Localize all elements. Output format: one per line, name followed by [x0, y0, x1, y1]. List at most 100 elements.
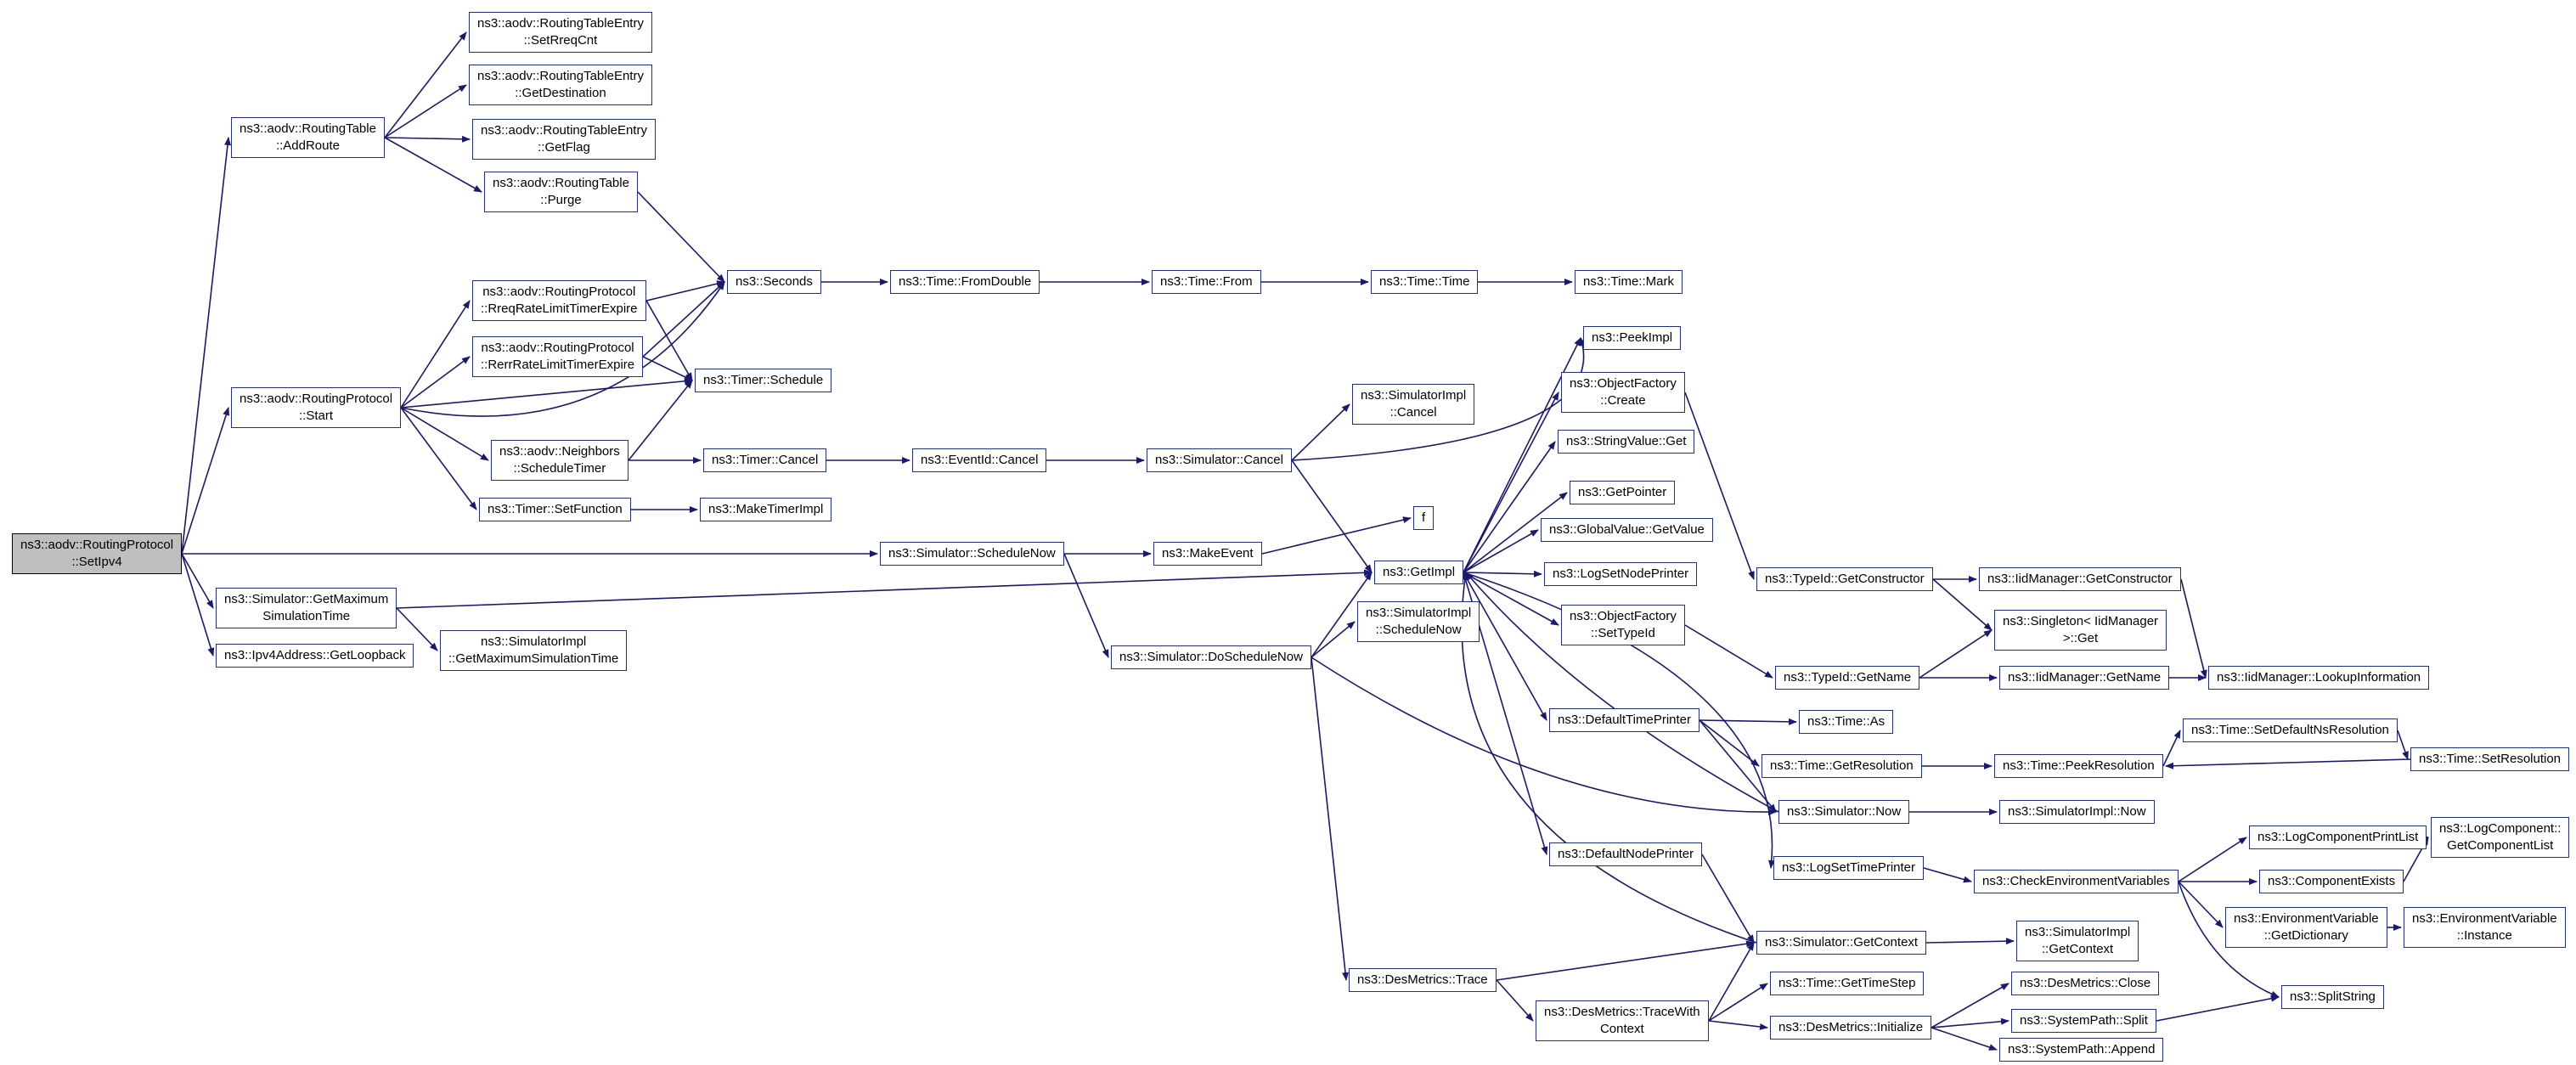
edge-typeidgetctor-singletonget [1932, 578, 1993, 631]
edge-desinit-syspathappend [1931, 1027, 1998, 1051]
node-objcreate[interactable]: ns3::ObjectFactory::Create [1561, 372, 1685, 413]
node-objsettypeid[interactable]: ns3::ObjectFactory::SetTypeId [1561, 605, 1685, 645]
node-label: ns3::aodv::RoutingProtocol [481, 341, 634, 355]
node-setrreqcnt[interactable]: ns3::aodv::RoutingTableEntry::SetRreqCnt [469, 12, 652, 53]
node-setipv4[interactable]: ns3::aodv::RoutingProtocol::SetIpv4 [12, 533, 183, 574]
node-seconds[interactable]: ns3::Seconds [727, 270, 821, 294]
node-globalgetvalue[interactable]: ns3::GlobalValue::GetValue [1541, 518, 1713, 542]
node-label: ns3::MakeTimerImpl [708, 502, 824, 516]
node-peekimpl[interactable]: ns3::PeekImpl [1583, 326, 1682, 350]
node-timegettimestep[interactable]: ns3::Time::GetTimeStep [1770, 972, 1925, 995]
node-getloopback[interactable]: ns3::Ipv4Address::GetLoopback [216, 644, 414, 668]
node-start[interactable]: ns3::aodv::RoutingProtocol::Start [231, 387, 402, 428]
node-getpointer[interactable]: ns3::GetPointer [1570, 481, 1676, 504]
node-checkenv[interactable]: ns3::CheckEnvironmentVariables [1974, 870, 2179, 893]
node-timetime[interactable]: ns3::Time::Time [1371, 270, 1479, 294]
node-label: ::SetIpv4 [71, 555, 122, 569]
node-purge[interactable]: ns3::aodv::RoutingTable::Purge [484, 172, 638, 212]
edge-simgetctx-getimpl [1461, 572, 1757, 944]
node-label: ns3::Time::As [1807, 714, 1885, 729]
node-timercancel[interactable]: ns3::Timer::Cancel [703, 448, 827, 472]
node-defaultnode[interactable]: ns3::DefaultNodePrinter [1549, 842, 1703, 866]
edge-getimpl-objsettypeid [1463, 572, 1559, 626]
edge-simcancel-peekimpl [1291, 337, 1587, 461]
node-timepeekres[interactable]: ns3::Time::PeekResolution [1994, 754, 2163, 778]
node-timersched[interactable]: ns3::Timer::Schedule [695, 369, 832, 392]
node-label: ns3::Timer::SetFunction [488, 502, 623, 516]
node-iidgetname[interactable]: ns3::IidManager::GetName [1999, 666, 2170, 690]
node-simimplgetctx[interactable]: ns3::SimulatorImpl::GetContext [2016, 921, 2139, 961]
node-eventidcancel[interactable]: ns3::EventId::Cancel [912, 448, 1047, 472]
node-doschednow[interactable]: ns3::Simulator::DoScheduleNow [1111, 645, 1311, 669]
node-label: ns3::aodv::RoutingProtocol [482, 285, 636, 299]
node-label: ::SetTypeId [1591, 626, 1655, 640]
node-label: ns3::Timer::Schedule [703, 373, 824, 387]
edge-setipv4-addroute [181, 137, 231, 555]
node-getflag[interactable]: ns3::aodv::RoutingTableEntry::GetFlag [472, 119, 656, 160]
node-setfunction[interactable]: ns3::Timer::SetFunction [479, 498, 631, 521]
edge-destrace-simgetctx [1496, 940, 1755, 981]
node-label: ::RreqRateLimitTimerExpire [481, 301, 638, 316]
node-rreqrate[interactable]: ns3::aodv::RoutingProtocol::RreqRateLimi… [472, 280, 646, 321]
edge-simnow-getimpl [1465, 572, 1779, 813]
node-fbox[interactable]: f [1413, 506, 1435, 530]
node-getimpl[interactable]: ns3::GetImpl [1374, 561, 1464, 584]
node-simgetctx[interactable]: ns3::Simulator::GetContext [1756, 931, 1927, 955]
node-fromdouble[interactable]: ns3::Time::FromDouble [890, 270, 1040, 294]
node-simcancel[interactable]: ns3::Simulator::Cancel [1147, 448, 1292, 472]
node-logprintlist[interactable]: ns3::LogComponentPrintList [2249, 826, 2427, 849]
node-label: ns3::Simulator::DoScheduleNow [1119, 650, 1303, 664]
edge-rreqrate-seconds [645, 280, 725, 301]
node-desclose[interactable]: ns3::DesMetrics::Close [2011, 972, 2160, 995]
node-maketimerimpl[interactable]: ns3::MakeTimerImpl [700, 498, 832, 521]
node-logsettime[interactable]: ns3::LogSetTimePrinter [1773, 856, 1925, 880]
node-label: ::ScheduleTimer [513, 461, 606, 476]
edge-simcancel-simimplcancel [1291, 403, 1350, 461]
node-schedtimer[interactable]: ns3::aodv::Neighbors::ScheduleTimer [491, 440, 628, 481]
node-timegetres[interactable]: ns3::Time::GetResolution [1761, 754, 1922, 778]
node-label: ns3::Simulator::Cancel [1155, 453, 1283, 467]
node-compexists[interactable]: ns3::ComponentExists [2259, 870, 2404, 893]
node-simimplcancel[interactable]: ns3::SimulatorImpl::Cancel [1352, 384, 1475, 425]
node-simnow[interactable]: ns3::Simulator::Now [1778, 800, 1910, 824]
node-envinstance[interactable]: ns3::EnvironmentVariable::Instance [2404, 907, 2566, 948]
node-singletonget[interactable]: ns3::Singleton< IidManager>::Get [1994, 610, 2167, 651]
node-setres[interactable]: ns3::Time::SetResolution [2410, 747, 2570, 771]
node-label: ::GetContext [2042, 942, 2114, 956]
node-iidgetctor[interactable]: ns3::IidManager::GetConstructor [1979, 567, 2181, 591]
node-schednow[interactable]: ns3::Simulator::ScheduleNow [880, 542, 1064, 566]
node-destrace[interactable]: ns3::DesMetrics::Trace [1349, 968, 1497, 992]
node-addroute[interactable]: ns3::aodv::RoutingTable::AddRoute [231, 117, 385, 158]
node-timefrom[interactable]: ns3::Time::From [1152, 270, 1261, 294]
node-simimplgetmax[interactable]: ns3::SimulatorImpl::GetMaximumSimulation… [440, 630, 628, 671]
node-typeidgetctor[interactable]: ns3::TypeId::GetConstructor [1756, 567, 1933, 591]
node-label: ns3::Singleton< IidManager [2003, 614, 2159, 628]
node-splitstring[interactable]: ns3::SplitString [2281, 985, 2384, 1009]
node-envdict[interactable]: ns3::EnvironmentVariable::GetDictionary [2225, 907, 2387, 948]
node-getcomplist[interactable]: ns3::LogComponent::GetComponentList [2431, 817, 2570, 858]
node-desinit[interactable]: ns3::DesMetrics::Initialize [1770, 1016, 1932, 1040]
node-typeidgetname[interactable]: ns3::TypeId::GetName [1775, 666, 1920, 690]
edge-syspathsplit-splitstring [2156, 995, 2280, 1022]
edge-start-timersched [400, 377, 693, 409]
node-syspathsplit[interactable]: ns3::SystemPath::Split [2011, 1009, 2156, 1033]
node-makeevent[interactable]: ns3::MakeEvent [1153, 542, 1262, 566]
node-timeas[interactable]: ns3::Time::As [1799, 710, 1894, 734]
node-stringget[interactable]: ns3::StringValue::Get [1558, 430, 1695, 454]
edge-start-schedtimer [400, 407, 489, 461]
node-iidlookup[interactable]: ns3::IidManager::LookupInformation [2208, 666, 2430, 690]
node-simimplschednow[interactable]: ns3::SimulatorImpl::ScheduleNow [1357, 601, 1480, 642]
node-defaulttime[interactable]: ns3::DefaultTimePrinter [1549, 708, 1700, 732]
node-getdestination[interactable]: ns3::aodv::RoutingTableEntry::GetDestina… [469, 65, 652, 105]
node-rerrrate[interactable]: ns3::aodv::RoutingProtocol::RerrRateLimi… [472, 336, 644, 377]
node-label: ns3::aodv::RoutingTableEntry [477, 69, 644, 83]
node-syspathappend[interactable]: ns3::SystemPath::Append [1999, 1038, 2164, 1062]
node-timemark[interactable]: ns3::Time::Mark [1575, 270, 1683, 294]
node-logsetnode[interactable]: ns3::LogSetNodePrinter [1544, 562, 1698, 586]
node-label: ns3::EnvironmentVariable [2234, 911, 2379, 926]
node-label: ns3::aodv::RoutingTable [493, 176, 629, 190]
node-simimplnow[interactable]: ns3::SimulatorImpl::Now [1999, 800, 2155, 824]
node-setdefaultns[interactable]: ns3::Time::SetDefaultNsResolution [2183, 718, 2398, 742]
